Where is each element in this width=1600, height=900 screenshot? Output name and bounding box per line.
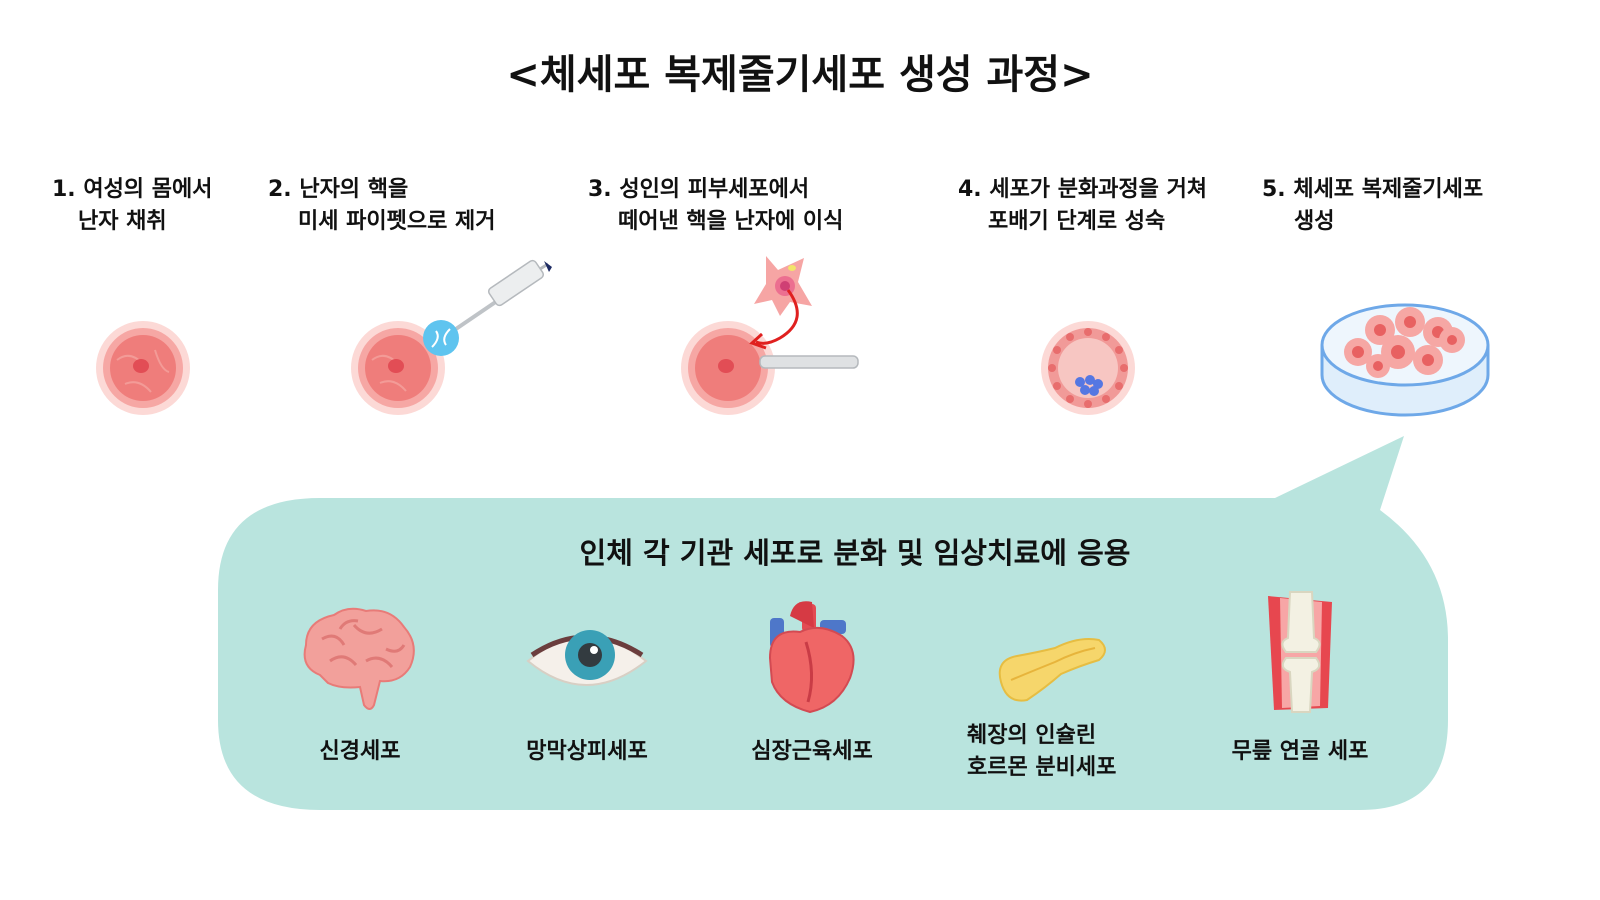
step-5-line1: 5. 체세포 복제줄기세포	[1262, 177, 1484, 202]
step-1-line2: 난자 채취	[78, 209, 167, 234]
nucleus-transfer-icon	[681, 256, 859, 415]
pipette-removal-icon	[351, 259, 552, 415]
diagram-title: <체세포 복제줄기세포 생성 과정>	[506, 52, 1094, 98]
organ-label-pancreas: 췌장의 인슐린 호르몬 분비세포	[955, 720, 1157, 784]
brain-icon	[303, 607, 415, 710]
step-1-label: 1. 여성의 몸에서 난자 채취	[52, 174, 212, 238]
organ-label-pancreas-line2: 호르몬 분비세포	[967, 755, 1117, 780]
step-3-line2: 떼어낸 핵을 난자에 이식	[618, 209, 844, 234]
step-2-line2: 미세 파이펫으로 제거	[298, 209, 496, 234]
eye-icon	[526, 630, 648, 686]
step-5-line2: 생성	[1294, 209, 1335, 234]
organ-label-pancreas-line1: 췌장의 인슐린	[967, 723, 1097, 748]
organ-label-heart: 심장근육세포	[751, 739, 873, 764]
step-4-line1: 4. 세포가 분화과정을 거쳐	[958, 177, 1208, 202]
knee-joint-icon	[1268, 591, 1332, 713]
organ-label-knee: 무릎 연골 세포	[1231, 739, 1369, 764]
blastocyst-icon	[1041, 321, 1135, 415]
heart-icon	[768, 601, 855, 714]
step-3-line1: 3. 성인의 피부세포에서	[588, 177, 810, 202]
step-2-label: 2. 난자의 핵을 미세 파이펫으로 제거	[268, 174, 495, 238]
application-title: 인체 각 기관 세포로 분화 및 임상치료에 응용	[579, 536, 1131, 570]
step-2-line1: 2. 난자의 핵을	[268, 177, 409, 202]
petri-dish-icon	[1320, 303, 1490, 417]
step-3-label: 3. 성인의 피부세포에서 떼어낸 핵을 난자에 이식	[588, 174, 843, 238]
step-4-label: 4. 세포가 분화과정을 거쳐 포배기 단계로 성숙	[958, 174, 1207, 238]
organ-label-neuron: 신경세포	[319, 739, 401, 764]
step-4-line2: 포배기 단계로 성숙	[988, 209, 1166, 234]
egg-cell-icon	[96, 321, 190, 415]
organ-label-retina: 망막상피세포	[526, 739, 648, 764]
step-5-label: 5. 체세포 복제줄기세포 생성	[1262, 174, 1483, 238]
step-1-line1: 1. 여성의 몸에서	[52, 177, 213, 202]
pancreas-icon	[998, 638, 1106, 702]
